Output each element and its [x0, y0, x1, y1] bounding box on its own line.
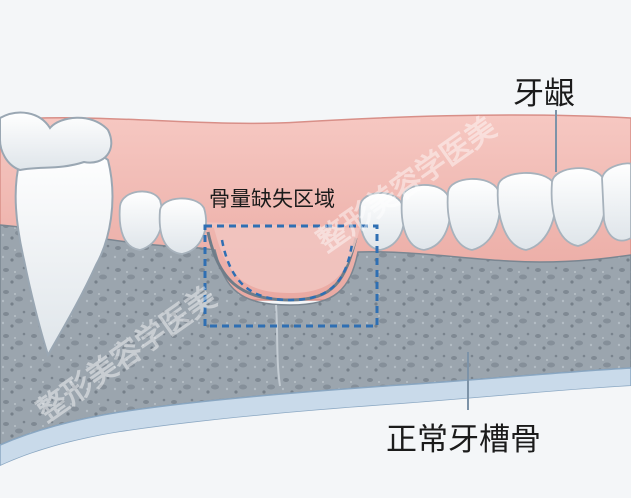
defect-inner-outline [220, 239, 354, 302]
root-line [275, 304, 281, 387]
defect-outline-box [203, 224, 379, 328]
label-bone-defect: 骨量缺失区域 [209, 187, 335, 211]
label-gum: 牙龈 [513, 76, 575, 112]
lower-tissue [0, 386, 631, 498]
teeth-right [358, 162, 631, 251]
left-back-tooth [0, 111, 113, 172]
defect-gum-fill [200, 222, 360, 293]
teeth-left [118, 190, 207, 255]
label-normal-bone: 正常牙槽骨 [386, 422, 541, 458]
